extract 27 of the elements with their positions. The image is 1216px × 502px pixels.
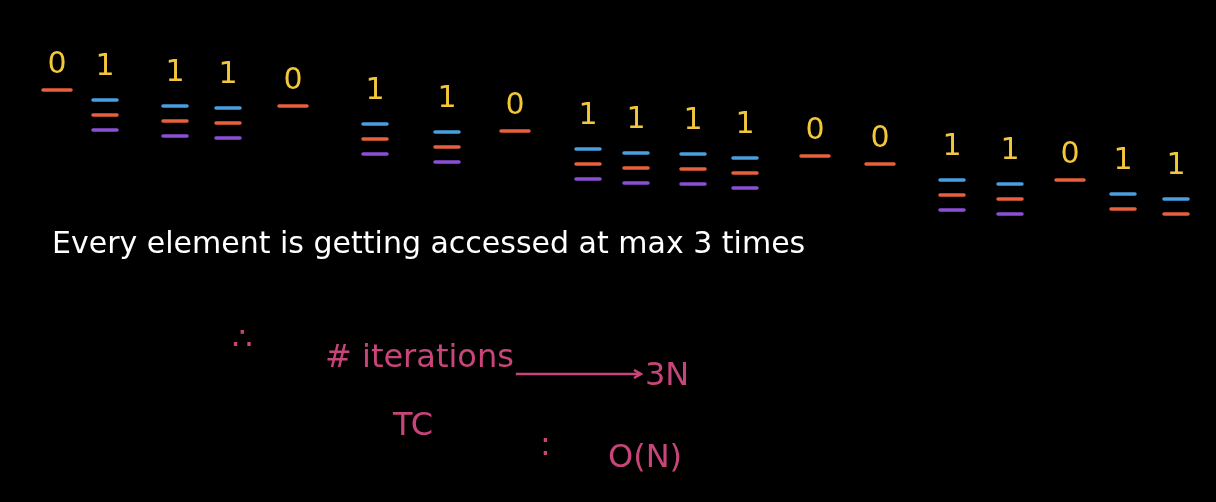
- digit: 1: [365, 74, 385, 104]
- colon-symbol: :: [540, 428, 551, 460]
- formula-text: TC: [393, 408, 433, 440]
- digit: 1: [1166, 149, 1186, 179]
- digit: 0: [283, 64, 303, 94]
- formula-text: 3N: [645, 358, 690, 390]
- sentence: Every element is getting accessed at max 3 times: [52, 228, 806, 258]
- digit: 1: [578, 99, 598, 129]
- digit: 1: [437, 82, 457, 112]
- therefore-symbol: ∴: [232, 322, 253, 354]
- digit: 1: [218, 58, 238, 88]
- digit: 1: [1113, 144, 1133, 174]
- formula-text: O(N): [608, 440, 683, 472]
- digit: 0: [870, 122, 890, 152]
- formula-text: # iterations: [325, 340, 514, 372]
- digit: 0: [47, 48, 67, 78]
- digit: 1: [165, 56, 185, 86]
- digit: 1: [735, 108, 755, 138]
- digit: 1: [95, 50, 115, 80]
- digit: 0: [505, 89, 525, 119]
- digit: 0: [805, 114, 825, 144]
- digit: 0: [1060, 138, 1080, 168]
- digit: 1: [942, 130, 962, 160]
- digit: 1: [626, 103, 646, 133]
- arrow: [515, 368, 643, 380]
- digit: 1: [683, 104, 703, 134]
- digit: 1: [1000, 134, 1020, 164]
